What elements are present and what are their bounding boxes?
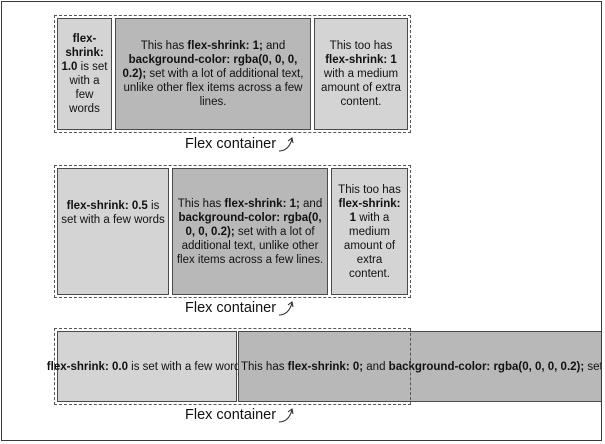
caption-label: Flex container [185,300,277,316]
flex-container-caption-1: Flex container [185,135,296,153]
flex-item-1-3-text: This too has flex-shrink: 1 with a mediu… [321,40,401,108]
curved-arrow-icon [279,301,294,316]
caption-label: Flex container [185,407,277,423]
curved-arrow-icon [279,137,294,152]
bold-code-text: flex-shrink: 1; [187,40,263,52]
flex-container-1 [54,15,411,133]
bold-code-text: flex-shrink: 0.0 [46,360,128,373]
overflow-clip: This has flex-shrink: 0; and background-… [238,331,601,402]
curved-arrow-icon [279,408,294,423]
flex-item-3-1: flex-shrink: 0.0 is set with a few words [47,331,246,402]
bold-code-text: flex-shrink: 1 [338,197,401,224]
flex-item-1-2: This has flex-shrink: 1; and background-… [115,18,311,130]
bold-code-text: background-color: rgba(0, 0, 0, 0.2); [178,211,322,238]
bold-code-text: flex-shrink: 0.5 [66,200,148,212]
flex-item-3-2-text: This has flex-shrink: 0; and background-… [241,360,601,373]
flex-container-caption-2: Flex container [185,299,296,317]
flex-item-1-1: flex-shrink: 1.0 is set with a few words [57,18,112,130]
flex-item-2-2: This has flex-shrink: 1; and background-… [172,168,328,295]
flex-item-3-1-text: flex-shrink: 0.0 is set with a few words [46,360,247,373]
flex-item-3-2: This has flex-shrink: 0; and background-… [238,331,601,402]
flex-container-2 [54,165,411,298]
flex-item-2-3: This too has flex-shrink: 1 with a mediu… [331,168,408,295]
flex-item-1-1-text: flex-shrink: 1.0 is set with a few words [61,33,108,115]
bold-code-text: flex-shrink: 1.0 [61,33,104,73]
bold-code-text: flex-shrink: 1 [325,54,397,66]
bold-code-text: background-color: rgba(0, 0, 0, 0.2); [122,54,298,80]
flex-item-2-3-text: This too has flex-shrink: 1 with a mediu… [338,183,401,280]
bold-code-text: flex-shrink: 0; [287,360,364,373]
bold-code-text: flex-shrink: 1; [224,197,300,210]
flex-container-3 [54,328,411,405]
caption-label: Flex container [185,136,277,152]
flex-item-1-2-text: This has flex-shrink: 1; and background-… [122,40,304,108]
flex-item-2-2-text: This has flex-shrink: 1; and background-… [176,197,324,266]
flex-item-2-1: flex-shrink: 0.5 is set with a few words [57,168,169,295]
flex-item-2-1-text: flex-shrink: 0.5 is set with a few words [61,200,165,226]
flex-container-caption-3: Flex container [185,406,296,424]
bold-code-text: background-color: rgba(0, 0, 0, 0.2); [388,360,585,373]
flex-item-1-3: This too has flex-shrink: 1 with a mediu… [314,18,408,130]
